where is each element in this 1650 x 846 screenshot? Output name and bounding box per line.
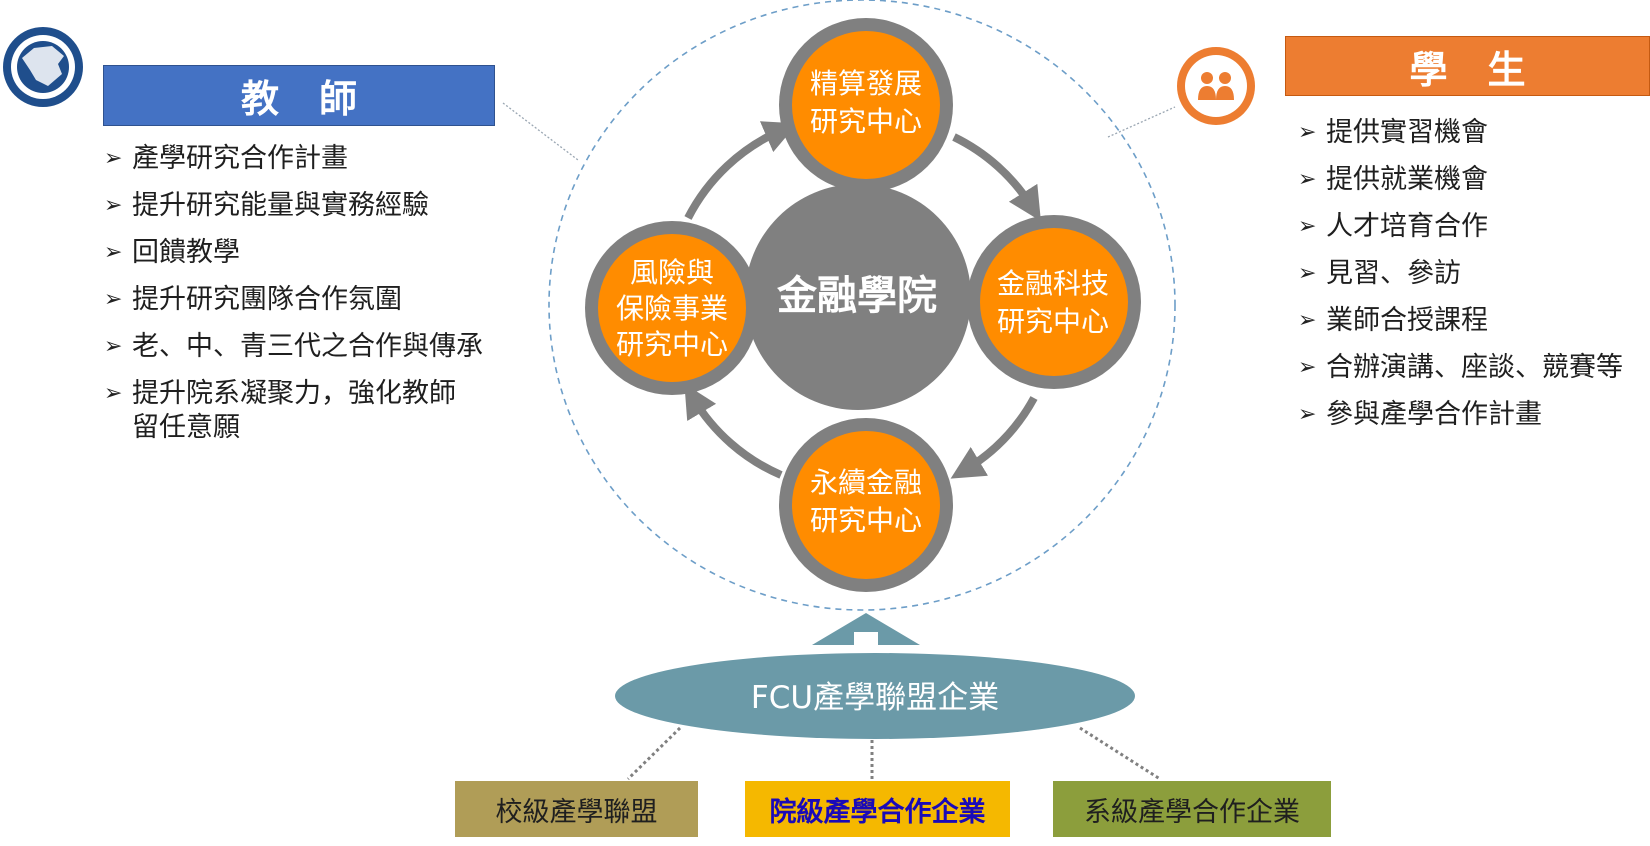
- list-item: ➢老、中、青三代之合作與傳承: [104, 331, 483, 362]
- student-benefit-list: ➢提供實習機會 ➢提供就業機會 ➢人才培育合作 ➢見習、參訪 ➢業師合授課程 ➢…: [1298, 116, 1650, 445]
- tier-connectors: [626, 726, 1161, 781]
- list-item: ➢提供實習機會: [1298, 117, 1488, 148]
- university-seal-icon: [3, 27, 83, 107]
- cycle-arrow-top-left: [684, 121, 798, 220]
- list-item: ➢提供就業機會: [1298, 164, 1488, 195]
- cycle-ring: [684, 121, 1041, 479]
- list-item: ➢業師合授課程: [1298, 305, 1488, 336]
- alliance-ellipse: [615, 653, 1135, 739]
- hub-circle: [745, 184, 971, 410]
- people-icon: [1177, 47, 1255, 125]
- student-header: 學生: [1285, 36, 1650, 96]
- center-left-line3: 研究中心: [616, 328, 728, 361]
- cycle-arrow-bottom-right: [950, 396, 1038, 479]
- center-bottom-line2: 研究中心: [810, 504, 922, 537]
- center-left: [585, 221, 759, 395]
- center-right-line2: 研究中心: [997, 305, 1109, 338]
- outer-dashed-ring: [548, 0, 1176, 611]
- center-top-line2: 研究中心: [810, 105, 922, 138]
- list-item: ➢提升院系凝聚力，強化教師 留任意願: [104, 378, 456, 443]
- teacher-leader-line: [502, 102, 579, 161]
- center-left-line2: 保險事業: [616, 292, 728, 325]
- student-leader-line: [1107, 106, 1176, 138]
- list-item: ➢人才培育合作: [1298, 211, 1488, 242]
- hub-label: 金融學院: [776, 273, 937, 319]
- teacher-header: 教師: [103, 65, 495, 126]
- center-right: [967, 215, 1141, 389]
- center-right-line1: 金融科技: [997, 267, 1109, 300]
- list-item: ➢提升研究團隊合作氛圍: [104, 284, 402, 315]
- list-item: ➢見習、參訪: [1298, 258, 1461, 289]
- teacher-benefit-list: ➢產學研究合作計畫 ➢提升研究能量與實務經驗 ➢回饋教學 ➢提升研究團隊合作氛圍…: [104, 142, 494, 443]
- tier-school-box: 校級產學聯盟: [455, 781, 698, 837]
- tier-college-box: 院級產學合作企業: [745, 781, 1010, 837]
- list-item: ➢產學研究合作計畫: [104, 143, 348, 174]
- list-item: ➢參與產學合作計畫: [1298, 399, 1542, 430]
- up-arrow-stem: [854, 632, 878, 654]
- alliance-label: FCU產學聯盟企業: [751, 680, 999, 716]
- center-left-line1: 風險與: [630, 256, 714, 289]
- cycle-arrow-top-right: [952, 133, 1041, 222]
- center-bottom-line1: 永續金融: [810, 466, 922, 499]
- up-arrow-head: [812, 613, 920, 645]
- cycle-arrow-bottom-left: [684, 383, 783, 479]
- list-item: ➢合辦演講、座談、競賽等: [1298, 352, 1623, 383]
- center-top-line1: 精算發展: [810, 67, 922, 100]
- center-bottom: [779, 418, 953, 592]
- list-item: ➢回饋教學: [104, 237, 240, 268]
- center-top: [779, 18, 953, 192]
- tier-dept-box: 系級產學合作企業: [1053, 781, 1331, 837]
- list-item: ➢提升研究能量與實務經驗: [104, 190, 429, 221]
